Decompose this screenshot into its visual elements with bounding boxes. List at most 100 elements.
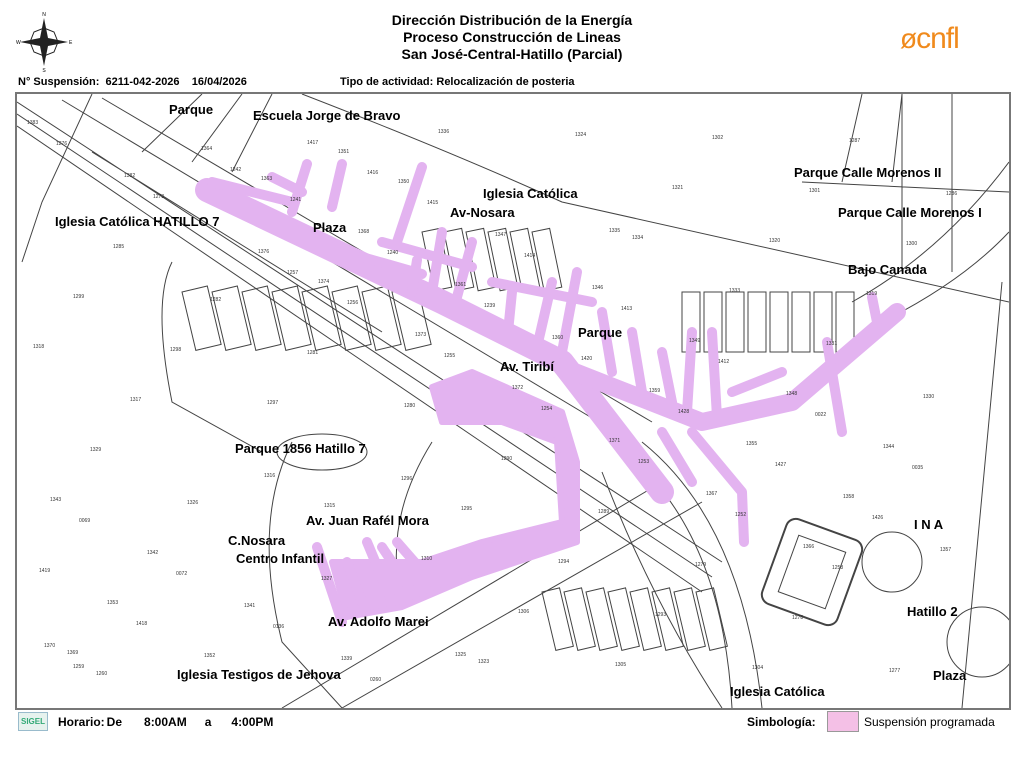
parcel-number: 0022 — [815, 412, 827, 418]
place-label: Parque — [169, 102, 214, 117]
parcel-number: 1416 — [367, 170, 379, 176]
place-label: Plaza — [933, 668, 967, 683]
schedule-from: De — [106, 715, 123, 729]
parcel-number: 1259 — [73, 664, 85, 670]
schedule: Horario: De 8:00AM a 4:00PM — [58, 715, 273, 729]
title-line-2: Proceso Construcción de Lineas — [403, 29, 621, 45]
parcel-block — [747, 291, 767, 353]
parcel-number: 1417 — [307, 140, 319, 146]
parcel-number: 1333 — [729, 288, 741, 294]
parcel-number: 1298 — [170, 347, 182, 353]
lightning-icon: ø — [900, 23, 917, 54]
parcel-number: 1427 — [775, 462, 787, 468]
place-label: Iglesia Católica — [730, 684, 825, 699]
parcel-number: 1321 — [672, 185, 684, 191]
parcel-number: 1280 — [404, 403, 416, 409]
parcel-number: 0035 — [912, 465, 924, 471]
parcel-number: 1293 — [655, 612, 667, 618]
parcel-block — [725, 291, 745, 353]
parcel-block — [673, 587, 706, 651]
parcel-number: 1319 — [866, 291, 878, 297]
parcel-block — [651, 587, 684, 651]
parcel-block — [271, 285, 312, 351]
parcel-block — [585, 587, 618, 651]
parcel-number: 1339 — [341, 656, 353, 662]
parcel-number: 1352 — [204, 653, 216, 659]
parcel-block — [563, 587, 596, 651]
parcel-number: 1289 — [598, 509, 610, 515]
parcel-number: 1351 — [338, 149, 350, 155]
parcel-number: 1363 — [261, 176, 273, 182]
street-label: Av. Tiribí — [500, 359, 554, 374]
parcel-number: 1357 — [940, 547, 952, 553]
parcel-block — [541, 587, 574, 651]
title-line-1: Dirección Distribución de la Energía — [391, 12, 633, 28]
parcel-number: 1306 — [518, 609, 530, 615]
place-label: Av-Nosara — [450, 205, 515, 220]
parcel-number: 1383 — [27, 120, 39, 126]
parcel-number: 1286 — [946, 191, 958, 197]
parcel-number: 1376 — [258, 249, 270, 255]
parcel-number: 1256 — [347, 300, 359, 306]
parcel-number: 1240 — [387, 250, 399, 256]
parcel-number: 1287 — [849, 138, 861, 144]
map-frame[interactable]: Parque Escuela Jorge de Bravo Iglesia Ca… — [15, 92, 1011, 710]
place-label: Iglesia Testigos de Jehova — [177, 667, 341, 682]
legend-item: Suspensión programada — [864, 715, 995, 729]
parcel-number: 1317 — [130, 397, 142, 403]
parcel-number: 1305 — [615, 662, 627, 668]
suspension-info: N° Suspensión: 6211-042-2026 16/04/2026 — [18, 76, 247, 88]
parcel-number: 1353 — [107, 600, 119, 606]
place-label: I N A — [914, 517, 944, 532]
parcel-number: 1258 — [832, 565, 844, 571]
parcel-number: 1349 — [689, 338, 701, 344]
parcel-number: 1420 — [581, 356, 593, 362]
parcel-number: 1372 — [512, 385, 524, 391]
place-label: Centro Infantil — [236, 551, 325, 566]
parcel-number: 1350 — [398, 179, 410, 185]
place-label: Bajo Canada — [848, 262, 927, 277]
parcel-block — [695, 587, 728, 651]
parcel-number: 1326 — [187, 500, 199, 506]
street-map — [17, 94, 1009, 708]
parcel-number: 1367 — [706, 491, 718, 497]
parcel-number: 1347 — [495, 232, 507, 238]
parcel-block — [211, 285, 252, 351]
parcel-number: 1374 — [318, 279, 330, 285]
parcel-number: 1260 — [96, 671, 108, 677]
parcel-number: 1343 — [50, 497, 62, 503]
parcel-number: 1239 — [484, 303, 496, 309]
parcel-block — [241, 285, 282, 351]
parcel-number: 0069 — [79, 518, 91, 524]
parcel-number: 1348 — [786, 391, 798, 397]
parcel-number: 0072 — [176, 571, 188, 577]
parcel-number: 1241 — [290, 197, 302, 203]
parcel-number: 1318 — [33, 344, 45, 350]
parcel-number: 1316 — [264, 473, 276, 479]
parcel-number: 1366 — [803, 544, 815, 550]
parcel-number: 0136 — [273, 624, 285, 630]
parcel-number: 1310 — [421, 556, 433, 562]
parcel-number: 0260 — [370, 677, 382, 683]
parcel-number: 1413 — [621, 306, 633, 312]
schedule-start: 8:00AM — [144, 715, 187, 729]
parcel-number: 1297 — [267, 400, 279, 406]
parcel-number: 1257 — [287, 270, 299, 276]
parcel-number: 1428 — [678, 409, 690, 415]
parcel-number: 1335 — [609, 228, 621, 234]
parcel-number: 1285 — [113, 244, 125, 250]
parcel-number: 1355 — [746, 441, 758, 447]
parcel-number: 1414 — [524, 253, 536, 259]
parcel-number: 1323 — [478, 659, 490, 665]
parcel-block — [465, 227, 497, 292]
activity-type: Relocalización de posteria — [436, 76, 575, 88]
parcel-number: 1301 — [809, 188, 821, 194]
parcel-number: 1281 — [307, 350, 319, 356]
parcel-number: 1368 — [358, 229, 370, 235]
place-label: Parque 1856 Hatillo 7 — [235, 441, 366, 456]
parcel-block — [607, 587, 640, 651]
parcel-number: 1358 — [843, 494, 855, 500]
parcel-number: 1419 — [39, 568, 51, 574]
parcel-number: 1336 — [438, 129, 450, 135]
parcel-block — [629, 587, 662, 651]
